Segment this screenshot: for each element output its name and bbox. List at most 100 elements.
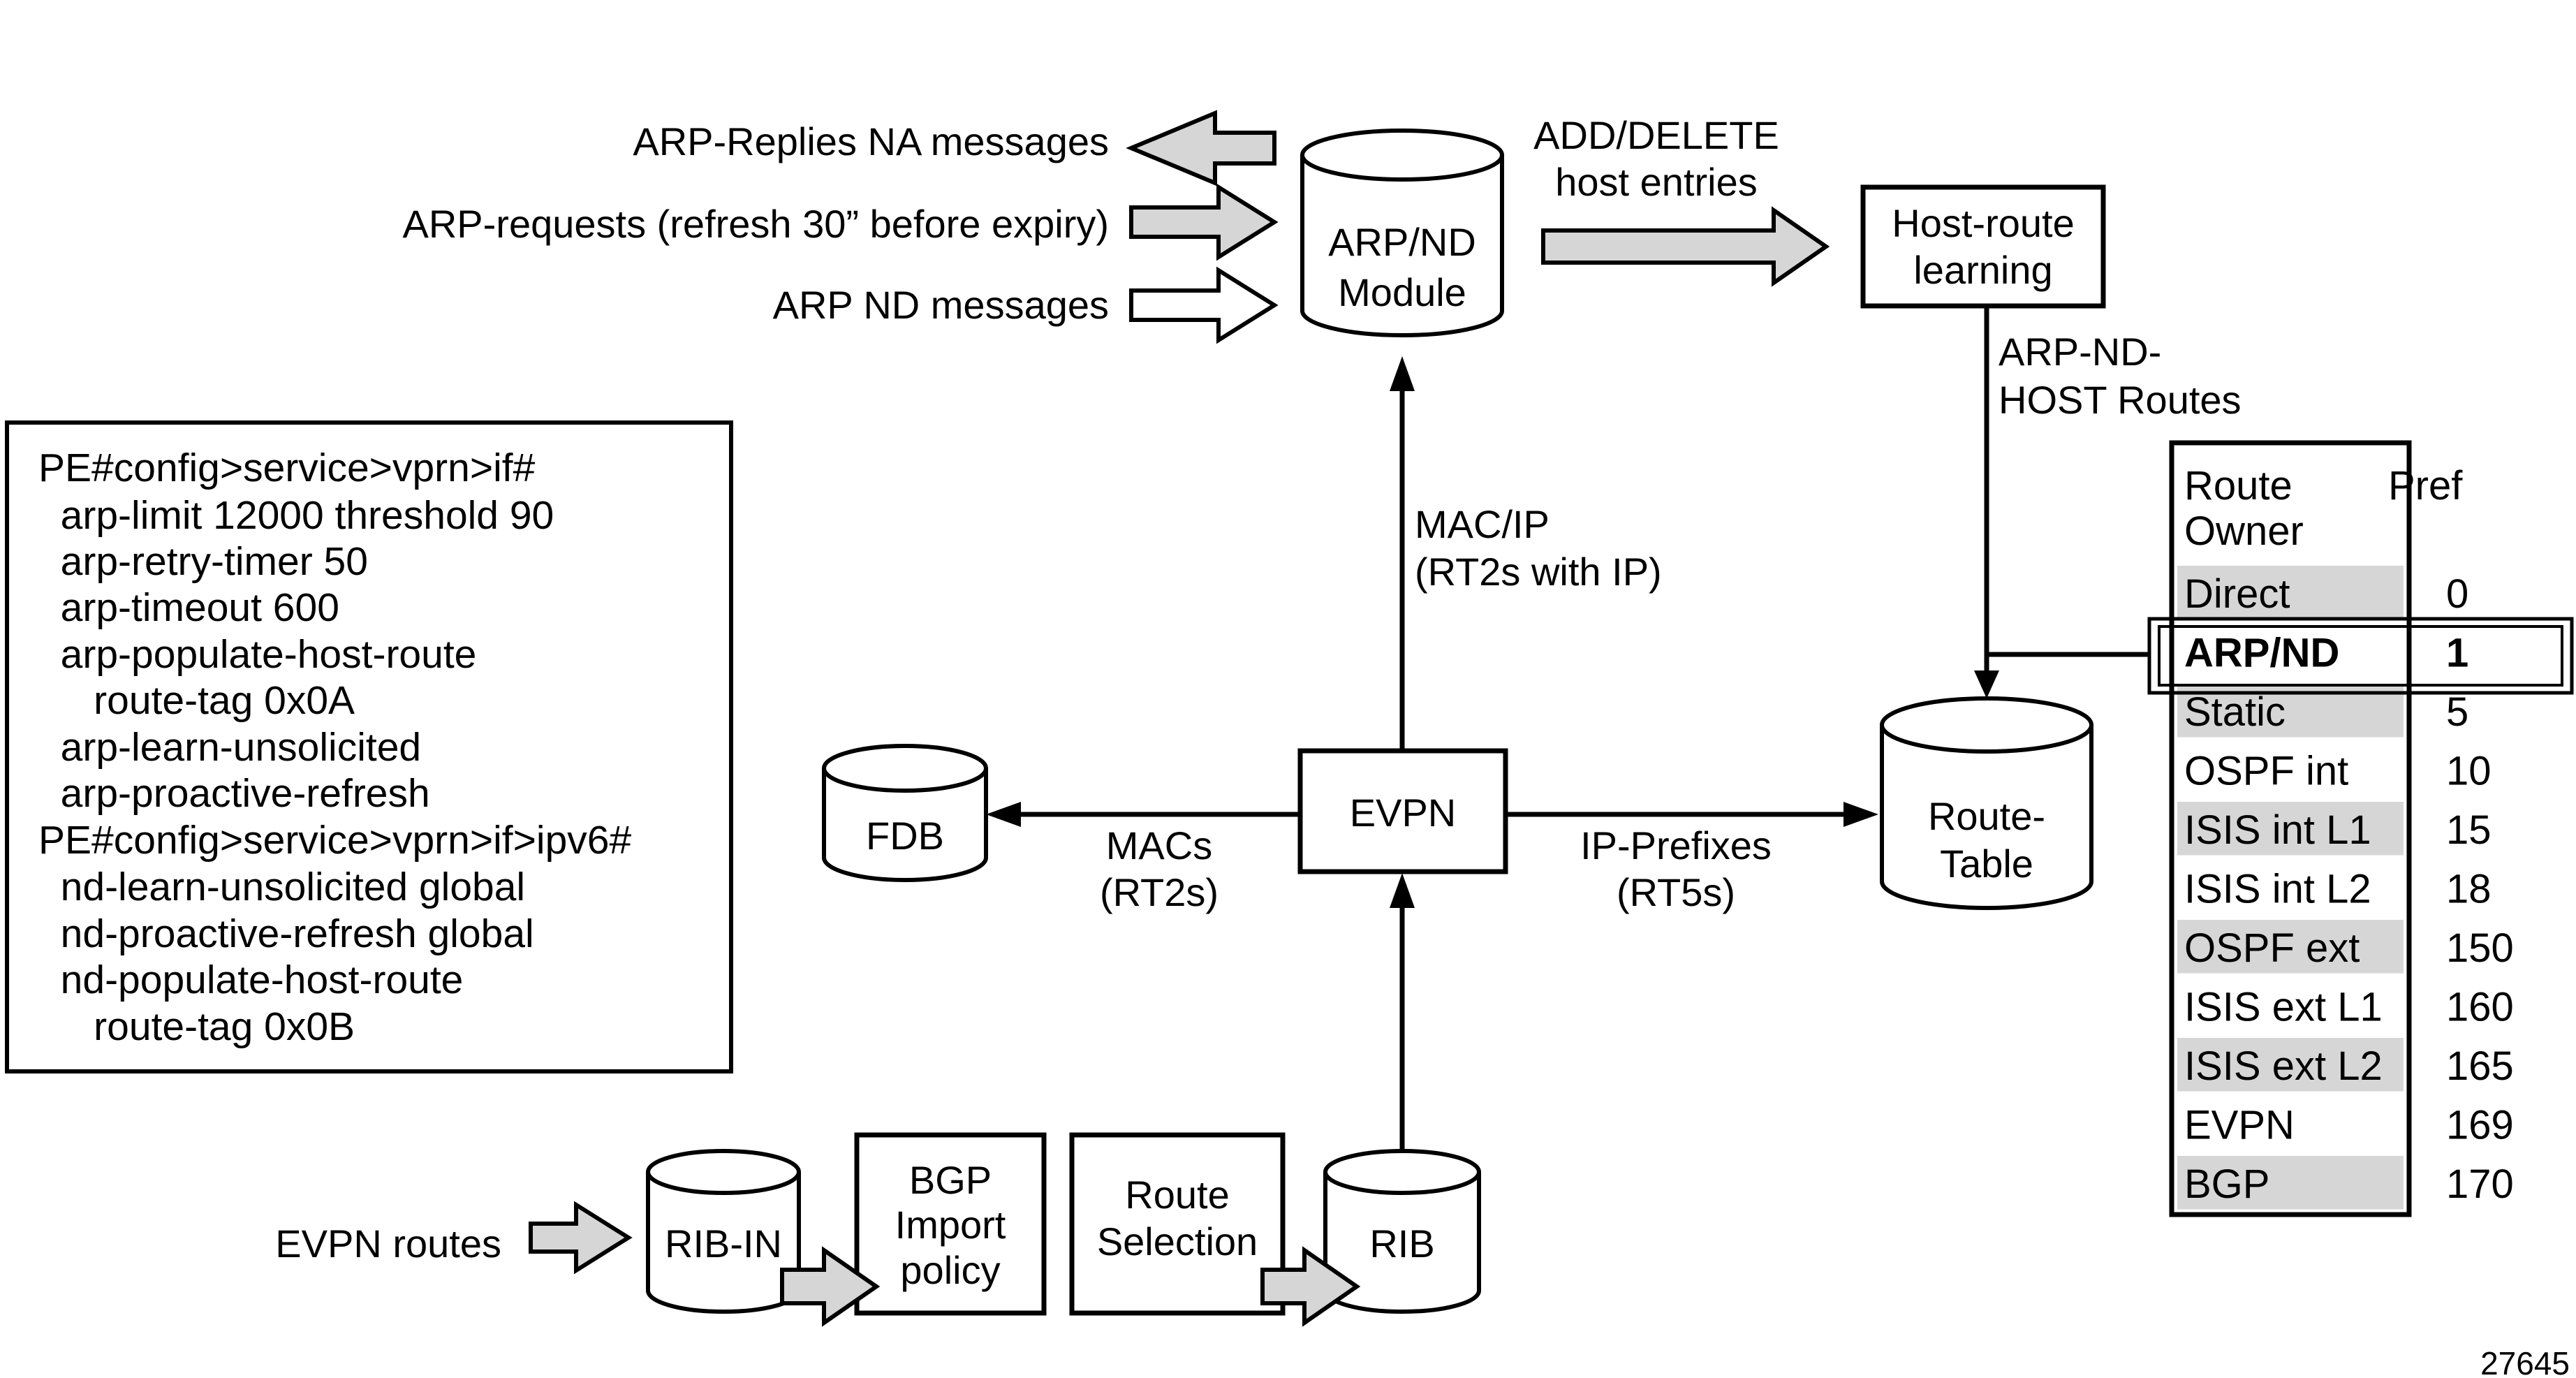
arp-nd-module-cylinder: ARP/ND Module (1300, 129, 1504, 337)
host-routes-arrowhead (1974, 670, 1999, 698)
pref-row-value: 160 (2446, 985, 2514, 1030)
arp-nd-module-label-1: ARP/ND (1328, 220, 1476, 264)
evpn-box (1297, 748, 1508, 874)
arp-replies-arrow (1126, 110, 1276, 186)
pref-row-shade (2177, 920, 2404, 974)
config-line-8: PE#config>service>vprn>if>ipv6# (38, 818, 631, 863)
pref-row-shade (2177, 1038, 2404, 1092)
pref-row-owner: OSPF int (2184, 749, 2348, 794)
rib-cylinder: RIB (1323, 1149, 1481, 1314)
bgp-import-policy-label-2: Import (895, 1203, 1006, 1247)
pref-row-owner: Direct (2184, 571, 2290, 617)
route-table-cylinder: Route- Table (1880, 696, 2093, 910)
arp-nd-host-routes-label-2: HOST Routes (1999, 378, 2242, 422)
add-delete-label-2: host entries (1555, 160, 1758, 204)
bgp-import-policy-label-1: BGP (909, 1158, 992, 1202)
config-line-9: nd-learn-unsolicited global (38, 865, 525, 909)
host-route-learning-label-2: learning (1913, 248, 2052, 292)
pref-row-shade (2177, 566, 2404, 620)
pref-row-value: 165 (2446, 1043, 2514, 1089)
macs-label-2: (RT2s) (1100, 870, 1219, 914)
config-line-1: arp-limit 12000 threshold 90 (38, 493, 554, 538)
pref-row-value: 15 (2446, 807, 2492, 853)
config-line-4: arp-populate-host-route (38, 632, 476, 677)
arp-nd-module-label-2: Module (1338, 270, 1466, 314)
pref-header-owner-1: Route (2184, 463, 2292, 508)
route-selection-label-1: Route (1125, 1173, 1229, 1217)
pref-header-owner-2: Owner (2184, 508, 2304, 554)
mac-ip-label-2: (RT2s with IP) (1415, 550, 1662, 594)
ip-prefixes-arrowhead (1843, 802, 1878, 827)
pref-row-value: 150 (2446, 925, 2514, 971)
add-delete-arrow (1541, 206, 1830, 287)
evpn-routes-label: EVPN routes (275, 1222, 501, 1266)
arp-nd-messages-label: ARP ND messages (773, 283, 1109, 327)
pref-row-value: 1 (2446, 631, 2468, 676)
rib-to-evpn-arrowhead (1390, 873, 1415, 908)
pref-row-owner: Static (2184, 689, 2286, 735)
arp-requests-arrow (1129, 183, 1279, 261)
config-line-3: arp-timeout 600 (38, 585, 339, 630)
pref-row-owner: ISIS ext L2 (2184, 1043, 2383, 1089)
config-text: PE#config>service>vprn>if# arp-limit 120… (38, 446, 631, 1049)
pref-row-owner: ISIS int L2 (2184, 867, 2371, 912)
ip-prefixes-label-1: IP-Prefixes (1580, 823, 1772, 867)
pref-row-owner: OSPF ext (2184, 925, 2360, 971)
pref-row-value: 10 (2446, 749, 2492, 794)
mac-ip-arrowhead (1390, 356, 1415, 391)
arp-nd-highlight (2147, 617, 2574, 695)
rib-in-cylinder: RIB-IN (646, 1149, 801, 1314)
pref-row-value: 170 (2446, 1161, 2514, 1207)
pref-row-owner: EVPN (2184, 1103, 2295, 1148)
mac-ip-label-1: MAC/IP (1415, 502, 1550, 546)
macs-arrowhead (986, 802, 1021, 827)
arp-requests-label: ARP-requests (refresh 30” before expiry) (403, 202, 1110, 246)
arp-nd-highlight-inner (2158, 625, 2563, 687)
bgp-import-policy-label-3: policy (900, 1248, 1000, 1292)
route-selection-label-2: Selection (1097, 1219, 1258, 1263)
config-line-7: arp-proactive-refresh (38, 771, 430, 816)
config-box (5, 420, 733, 1073)
route-table-label-1: Route- (1928, 794, 2045, 838)
arp-nd-messages-arrow (1129, 266, 1279, 344)
macs-label-1: MACs (1106, 823, 1212, 867)
pref-row-owner: BGP (2184, 1161, 2270, 1207)
pref-row-value: 0 (2446, 571, 2468, 617)
config-line-12: route-tag 0x0B (38, 1004, 355, 1049)
pref-row-owner: ARP/ND (2184, 631, 2339, 676)
ip-prefixes-label-2: (RT5s) (1617, 870, 1735, 914)
pref-row-value: 169 (2446, 1103, 2514, 1148)
pref-row-shade (2177, 802, 2404, 856)
config-line-0: PE#config>service>vprn>if# (38, 446, 536, 490)
host-route-learning-box (1860, 184, 2106, 309)
arp-nd-host-routes-label-1: ARP-ND- (1999, 330, 2161, 374)
fdb-label: FDB (866, 814, 944, 858)
config-line-6: arp-learn-unsolicited (38, 725, 421, 770)
pref-row-value: 5 (2446, 689, 2468, 735)
fdb-cylinder: FDB (822, 744, 988, 882)
pref-row-owner: ISIS ext L1 (2184, 985, 2383, 1030)
bgp-import-policy-box (854, 1132, 1047, 1316)
config-line-10: nd-proactive-refresh global (38, 911, 534, 956)
rib-in-label: RIB-IN (665, 1222, 782, 1266)
pref-row-value: 18 (2446, 867, 2492, 912)
pref-row-owner: ISIS int L1 (2184, 807, 2371, 853)
figure-number: 27645 (2480, 1345, 2570, 1378)
selection-to-rib-arrow (1260, 1246, 1361, 1327)
config-line-5: route-tag 0x0A (38, 678, 355, 723)
rib-label: RIB (1369, 1222, 1434, 1266)
pref-row-shade (2177, 1156, 2404, 1210)
pref-header-pref: Pref (2388, 463, 2463, 508)
add-delete-label-1: ADD/DELETE (1533, 113, 1779, 157)
route-table-label-2: Table (1940, 842, 2033, 886)
arp-replies-label: ARP-Replies NA messages (633, 119, 1109, 163)
rib-in-to-bgp-arrow (780, 1246, 881, 1327)
host-route-learning-label-1: Host-route (1892, 201, 2074, 245)
config-line-2: arp-retry-timer 50 (38, 539, 368, 584)
evpn-routes-arrow (529, 1201, 633, 1275)
route-selection-box (1069, 1132, 1286, 1316)
evpn-label: EVPN (1350, 791, 1457, 835)
